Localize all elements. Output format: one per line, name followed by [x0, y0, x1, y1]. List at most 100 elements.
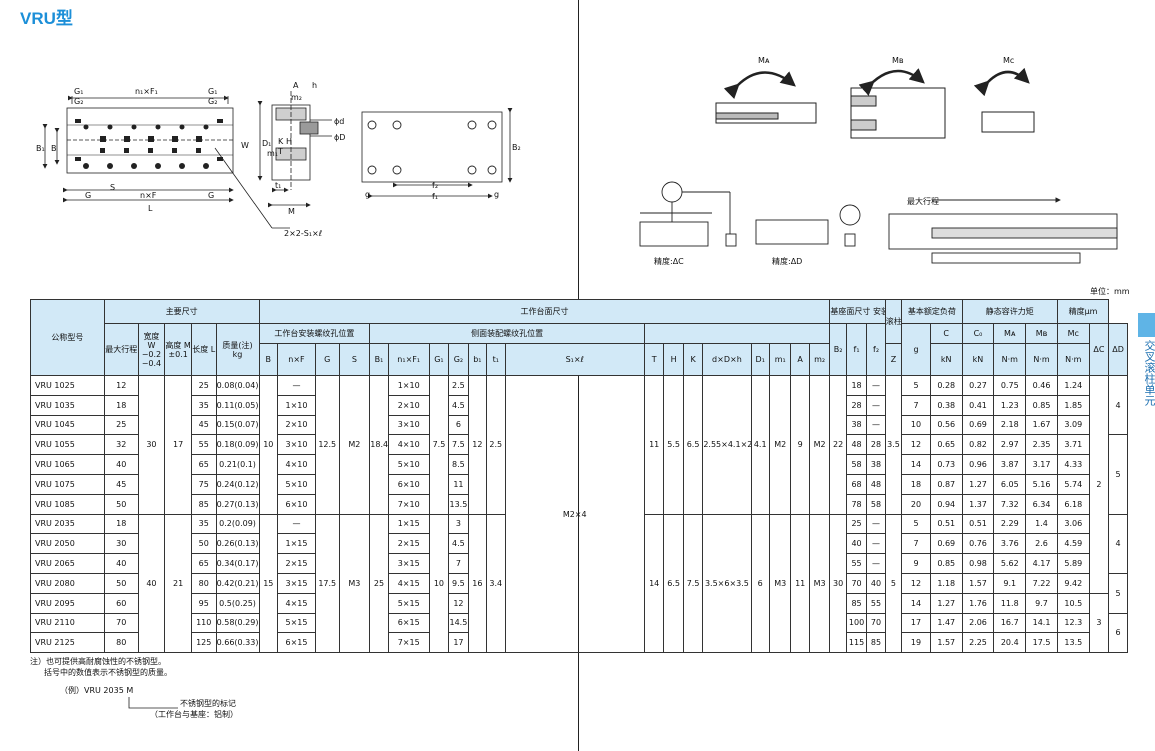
cell-stroke: 30 — [103, 533, 139, 555]
cell-mass: 0.08(0.04) — [215, 375, 260, 396]
example-label-1: 不锈钢型的标记 — [180, 699, 236, 708]
cell-stroke: 18 — [103, 394, 139, 416]
header-length: 长度 L — [190, 323, 217, 376]
header-col-B1: B₁ — [369, 343, 389, 376]
cell-length: 45 — [190, 414, 217, 436]
cell-T: 14 — [643, 513, 665, 654]
cell-D1: 4.1 — [750, 375, 770, 515]
cell-mass: 0.15(0.07) — [215, 414, 260, 436]
note-line-2: 括号中的数值表示不锈钢型的质量。 — [44, 668, 172, 677]
cell-f1: 58 — [845, 454, 868, 475]
header-blank — [643, 323, 831, 344]
header-col-t1: t₁ — [486, 343, 506, 376]
cell-model: VRU 1075 — [30, 473, 105, 495]
cell-f1: 25 — [845, 513, 868, 535]
cell-MC: 4.33 — [1056, 454, 1090, 475]
cell-f2: 55 — [866, 592, 886, 614]
cell-MA: 0.75 — [993, 375, 1027, 396]
cell-Z: 12 — [901, 434, 931, 456]
cell-stroke: 50 — [103, 493, 139, 515]
base-view-drawing — [361, 108, 513, 199]
cell-MC: 3.71 — [1056, 434, 1090, 456]
cell-C: 0.69 — [929, 533, 963, 555]
label-t: T — [277, 147, 283, 156]
cell-f1: 40 — [845, 533, 868, 555]
cell-G2: 11 — [448, 473, 469, 495]
cell-MC: 1.24 — [1056, 375, 1090, 396]
cell-K: 7.5 — [682, 513, 704, 654]
header-col-m1: m₁ — [768, 343, 792, 376]
cell-model: VRU 2050 — [30, 533, 105, 555]
cell-MA: 20.4 — [993, 632, 1027, 654]
cell-n1F1: 2×10 — [387, 394, 430, 416]
label-g-right: G — [208, 191, 214, 200]
cell-C0: 1.37 — [961, 493, 995, 515]
cell-g: 3.5 — [884, 375, 903, 515]
label-n1f1: n₁×F₁ — [135, 87, 158, 96]
cell-MA: 5.62 — [993, 553, 1027, 574]
cell-mass: 0.26(0.13) — [215, 533, 260, 555]
cell-MA: 2.97 — [993, 434, 1027, 456]
cell-A: 9 — [790, 375, 810, 515]
cell-MC: 5.74 — [1056, 473, 1090, 495]
top-view-holes — [75, 119, 223, 169]
cell-nF: 3×10 — [277, 434, 316, 456]
cell-n1F1: 1×15 — [387, 513, 430, 535]
cell-nF: 2×10 — [277, 414, 316, 436]
cell-width: 30 — [137, 375, 166, 515]
cell-f1: 38 — [845, 414, 868, 436]
header-col-b1: b₁ — [467, 343, 488, 376]
cell-accuracy-dc: 3 — [1088, 592, 1110, 654]
side-tab-marker[interactable] — [1138, 313, 1155, 337]
label-b: B — [51, 144, 57, 153]
cell-stroke: 60 — [103, 592, 139, 614]
cell-n1F1: 2×15 — [387, 533, 430, 555]
cell-MB: 1.67 — [1025, 414, 1058, 436]
cell-accuracy-dd: 5 — [1108, 572, 1128, 614]
cell-C0: 0.76 — [961, 533, 995, 555]
cell-MC: 10.5 — [1056, 592, 1090, 614]
cell-nF: — — [277, 513, 316, 535]
cell-n1F1: 4×10 — [387, 434, 430, 456]
cell-G1: 7.5 — [428, 375, 450, 515]
cell-G2: 17 — [448, 632, 469, 654]
cell-n1F1: 1×10 — [387, 375, 430, 396]
header-col-f2: f₂ — [866, 323, 886, 376]
cell-B2: 22 — [829, 375, 847, 515]
cell-n1F1: 6×10 — [387, 473, 430, 495]
cell-K: 6.5 — [682, 375, 704, 515]
cell-f1: 18 — [845, 375, 868, 396]
header-side-mount: 侧面装配螺纹孔位置 — [369, 323, 645, 344]
cell-f2: 48 — [866, 473, 886, 495]
cell-mass: 0.2(0.09) — [215, 513, 260, 535]
example-label-2: （工作台与基座：铝制） — [150, 710, 238, 719]
cell-G2: 7 — [448, 553, 469, 574]
cell-MA: 6.05 — [993, 473, 1027, 495]
cell-dDh: 2.55×4.1×2.5 — [702, 375, 752, 515]
header-base-dims: 基座面尺寸 安装孔位置 — [829, 299, 886, 324]
cell-MB: 2.35 — [1025, 434, 1058, 456]
base-view-labels: B₂ f₂ f₁ g g — [365, 143, 521, 201]
cell-f2: 40 — [866, 572, 886, 594]
cell-m2: M3 — [808, 513, 831, 654]
label-g-base-left: g — [365, 190, 370, 199]
cell-model: VRU 2035 — [30, 513, 105, 535]
top-view-labels: G₁ G₂ n₁×F₁ G₁ G₂ B₁ B S G n×F G L 2×2-S… — [36, 87, 322, 238]
cell-B1: 18.4 — [369, 375, 389, 515]
cell-model: VRU 2080 — [30, 572, 105, 594]
cell-C: 0.87 — [929, 473, 963, 495]
cell-accuracy-dd: 4 — [1108, 513, 1128, 574]
label-g-base-right: g — [494, 190, 499, 199]
cell-m1: M3 — [768, 513, 792, 654]
cell-dDh: 3.5×6×3.5 — [702, 513, 752, 654]
cell-MB: 5.16 — [1025, 473, 1058, 495]
cell-G2: 14.5 — [448, 612, 469, 634]
cell-C0: 1.76 — [961, 592, 995, 614]
cell-f1: 70 — [845, 572, 868, 594]
header-col-B2: B₂ — [829, 323, 847, 376]
cell-n1F1: 3×15 — [387, 553, 430, 574]
cell-n1F1: 7×15 — [387, 632, 430, 654]
